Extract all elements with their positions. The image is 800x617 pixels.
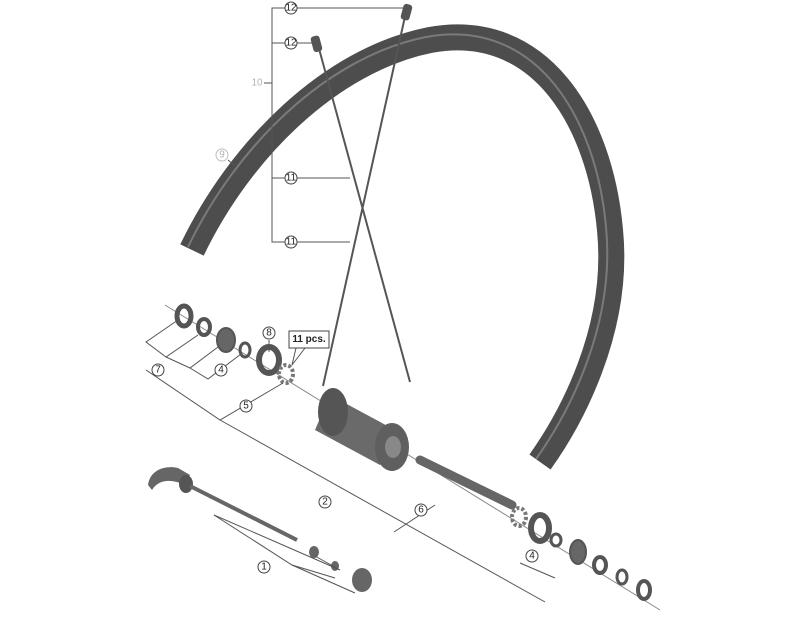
- callout-10: 10: [251, 78, 263, 89]
- callout-9: 9: [215, 148, 229, 162]
- spokes: [317, 11, 411, 387]
- svg-text:4: 4: [218, 365, 224, 376]
- nipple: [400, 3, 413, 21]
- quick-release: [148, 467, 372, 592]
- svg-text:6: 6: [418, 505, 424, 516]
- svg-text:9: 9: [219, 150, 225, 161]
- right-bearing-parts: [510, 506, 652, 601]
- axle: [415, 455, 517, 510]
- hub-body: [315, 388, 409, 471]
- callout-12: 12: [284, 1, 298, 15]
- callout-2: 2: [318, 495, 332, 509]
- callout-8: 8: [262, 326, 276, 340]
- svg-text:12: 12: [285, 3, 297, 14]
- spoke: [317, 44, 411, 383]
- svg-text:11: 11: [286, 237, 297, 248]
- callout-7: 7: [151, 363, 165, 377]
- callout-4: 4: [525, 549, 539, 563]
- callout-11-pcs: 11 pcs.: [288, 330, 330, 349]
- rim: [180, 24, 625, 470]
- callout-6: 6: [414, 503, 428, 517]
- svg-text:10: 10: [251, 78, 263, 89]
- svg-text:8: 8: [266, 328, 272, 339]
- svg-text:12: 12: [285, 38, 297, 49]
- leader-lines: [145, 7, 556, 603]
- svg-text:5: 5: [243, 401, 249, 412]
- svg-text:11: 11: [286, 173, 297, 184]
- washer: [196, 317, 212, 337]
- callout-4: 4: [214, 363, 228, 377]
- spoke: [322, 11, 407, 387]
- svg-text:4: 4: [529, 551, 535, 562]
- ring: [238, 341, 252, 359]
- callout-11: 11: [284, 171, 298, 185]
- ball-bearing: [277, 363, 295, 385]
- svg-text:11 pcs.: 11 pcs.: [292, 334, 326, 345]
- callout-1: 1: [257, 560, 271, 574]
- left-bearing-parts: [174, 303, 295, 385]
- callout-11: 11: [284, 235, 298, 249]
- svg-text:2: 2: [322, 497, 328, 508]
- svg-text:7: 7: [155, 365, 161, 376]
- cone: [216, 327, 236, 353]
- callout-5: 5: [239, 399, 253, 413]
- callout-12: 12: [284, 36, 298, 50]
- nipple: [310, 35, 323, 53]
- svg-text:1: 1: [261, 562, 267, 573]
- seal: [174, 303, 194, 329]
